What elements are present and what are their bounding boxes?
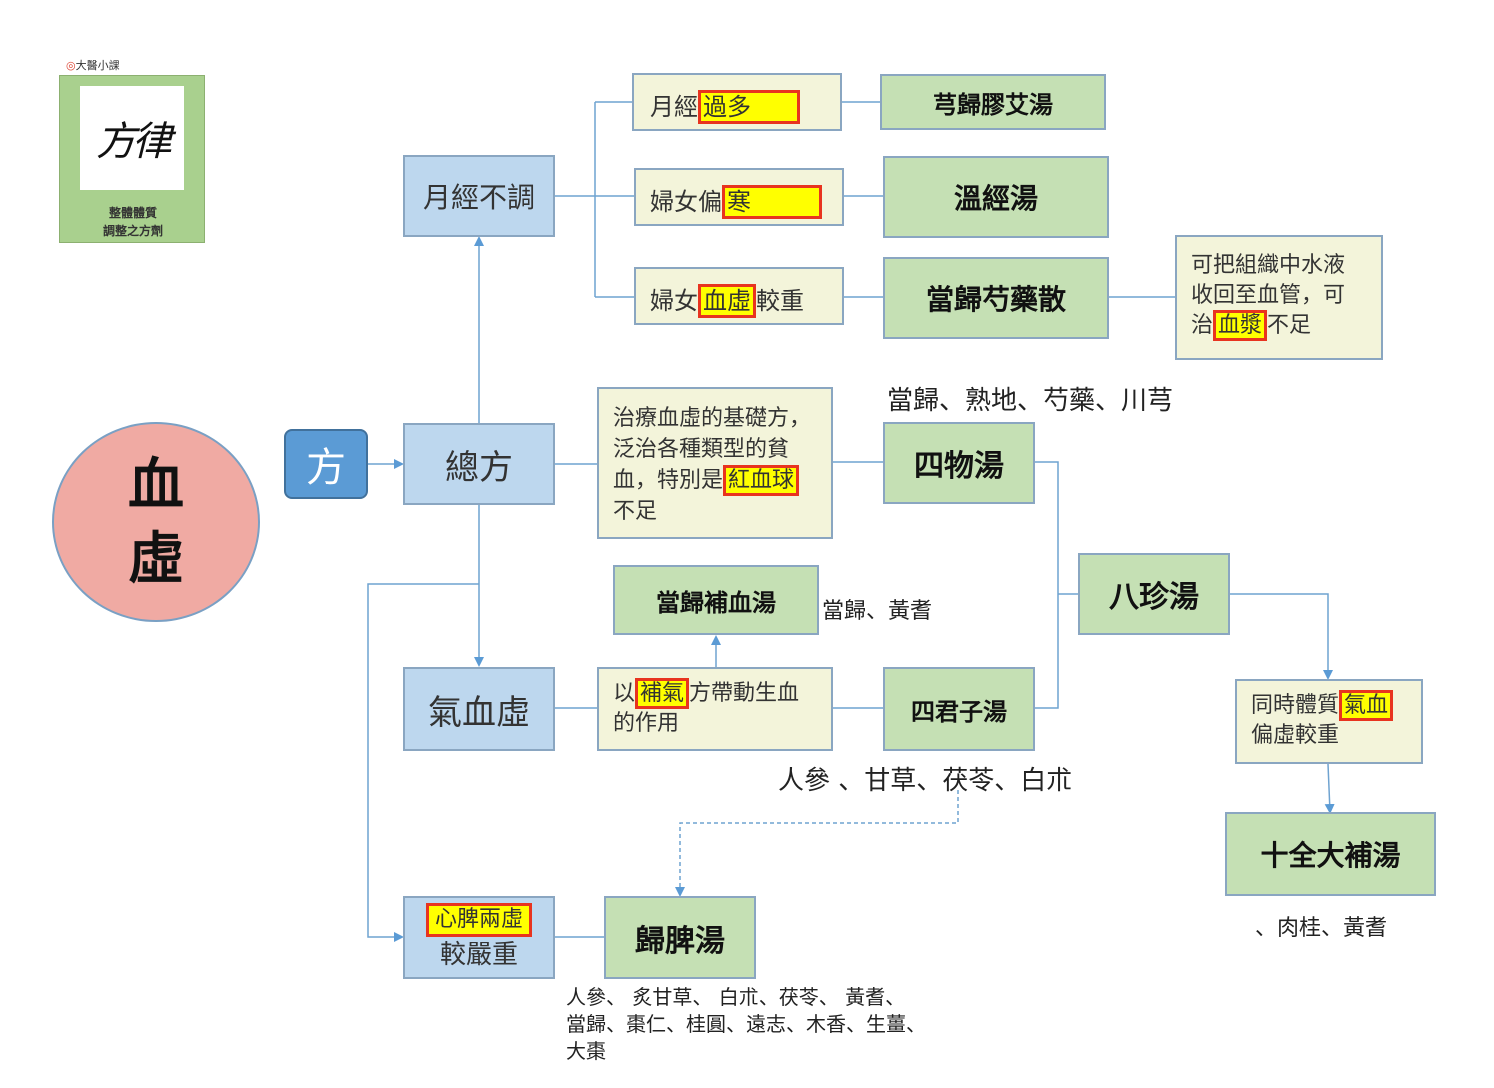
condition-blood-deficiency: 婦女血虛較重 (634, 267, 844, 325)
brand-icon: ◎ (66, 59, 76, 72)
red-blood-cell-highlight: 紅血球 (723, 465, 800, 496)
formula-siwu: 四物湯 (883, 422, 1035, 504)
formula-wenjing: 溫經湯 (883, 156, 1109, 238)
blood-def-highlight: 血虛 (698, 284, 756, 318)
desc-siwu: 治療血虛的基礎方， 泛治各種類型的貧 血，特別是紅血球 不足 (597, 387, 833, 539)
logo-calligraphy-panel: 方律 (80, 86, 184, 190)
logo-calligraphy: 方律 (96, 119, 172, 165)
heart-spleen-highlight: 心脾兩虛 (425, 902, 532, 937)
qi-blood-highlight: 氣血 (1339, 690, 1394, 721)
category-irregular-menses: 月經不調 (403, 155, 555, 237)
condition-menorrhagia: 月經過多 (632, 73, 842, 131)
desc-shiquan: 同時體質氣血 偏虛較重 (1235, 679, 1423, 764)
ingredients-dangguibuxue: 當歸、黃耆 (822, 599, 933, 624)
logo-caption-1: 整體體質 (108, 206, 157, 220)
formula-xiongguijiaoai: 芎歸膠艾湯 (880, 74, 1106, 130)
ingredients-siwu: 當歸、熟地、芍藥、川芎 (887, 386, 1174, 416)
formula-dangguishaoyao: 當歸芍藥散 (883, 257, 1109, 339)
buqi-highlight: 補氣 (635, 678, 690, 709)
condition-cold: 婦女偏寒 (634, 168, 844, 226)
formula-bazhen: 八珍湯 (1078, 553, 1230, 635)
logo-caption-2: 調整之方劑 (102, 224, 163, 238)
logo-brand: ◎大醫小課 (66, 59, 120, 72)
logo: 方律 整體體質 調整之方劑 (59, 75, 205, 243)
desc-danggui: 可把組織中水液 收回至血管，可 治血漿不足 (1175, 235, 1383, 360)
formula-shiquan: 十全大補湯 (1225, 812, 1436, 896)
category-heart-spleen: 心脾兩虛 較嚴重 (403, 896, 555, 979)
plasma-highlight: 血漿 (1213, 310, 1268, 341)
root-char-2: 虛 (128, 526, 184, 592)
root-char-1: 血 (128, 452, 184, 518)
formula-dangguibuxue: 當歸補血湯 (613, 565, 819, 635)
formula-guipi: 歸脾湯 (604, 896, 756, 979)
menorrhagia-highlight: 過多 (698, 90, 800, 124)
fang-label: 方 (284, 429, 368, 499)
cold-highlight: 寒 (722, 185, 822, 219)
category-general-formula: 總方 (403, 423, 555, 505)
ingredients-shiquan: 、肉桂、黃耆 (1255, 916, 1388, 941)
formula-sijunzi: 四君子湯 (883, 667, 1035, 751)
root-node: 血 虛 (52, 422, 260, 622)
category-qi-blood-deficiency: 氣血虛 (403, 667, 555, 751)
ingredients-guipi: 人參、 炙甘草、 白朮、茯苓、 黃耆、 當歸、棗仁、桂圓、遠志、木香、生薑、 大… (566, 985, 926, 1063)
heart-spleen-rest: 較嚴重 (439, 939, 518, 970)
ingredients-sijunzi: 人參 、甘草、茯苓、白朮 (778, 766, 1073, 796)
desc-buqi: 以補氣方帶動生血 的作用 (597, 667, 833, 751)
